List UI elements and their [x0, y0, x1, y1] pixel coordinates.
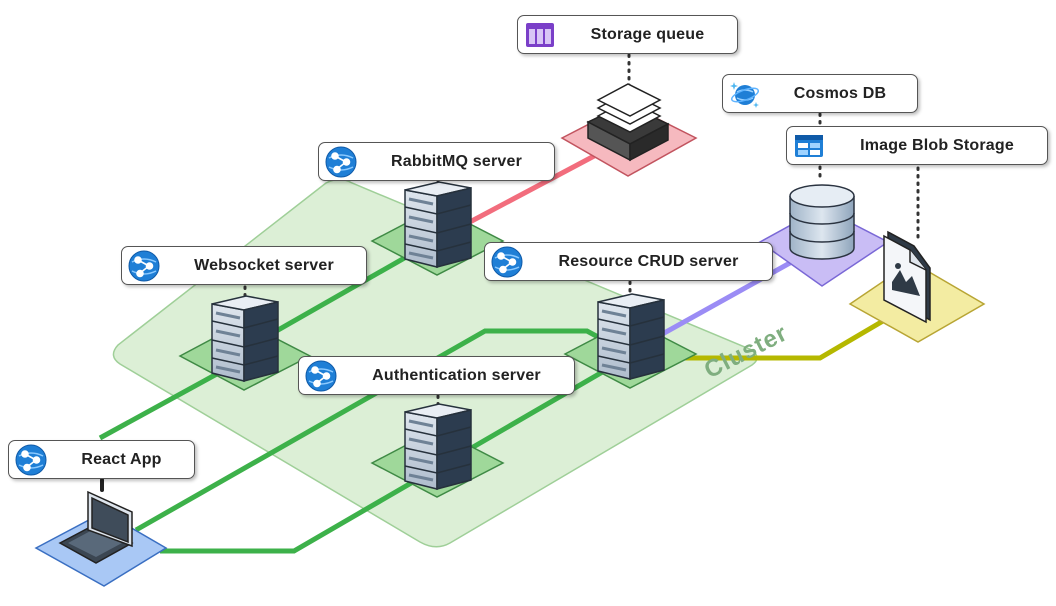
link-laptop-auth [160, 353, 632, 554]
server-crud [596, 292, 666, 381]
label-text: Storage queue [590, 25, 705, 43]
label-authentication-server: Authentication server [298, 356, 575, 395]
label-text: React App [81, 450, 162, 468]
cosmos-database [789, 184, 855, 260]
label-text: Authentication server [372, 366, 541, 384]
azure-app-service-icon [325, 146, 357, 178]
server-auth [403, 402, 473, 491]
label-cosmos-db: Cosmos DB [722, 74, 918, 113]
laptop-device [58, 490, 134, 564]
label-text: Resource CRUD server [558, 252, 739, 270]
blob-storage-icon [795, 135, 823, 157]
label-text: Websocket server [194, 256, 334, 274]
label-image-blob-storage: Image Blob Storage [786, 126, 1048, 165]
storage-queue-icon [526, 23, 554, 47]
storage-queue-device [586, 83, 670, 162]
label-rabbitmq-server: RabbitMQ server [318, 142, 555, 181]
blob-document [883, 230, 931, 324]
label-text: RabbitMQ server [390, 152, 523, 170]
azure-app-service-icon [15, 444, 47, 476]
label-text: Image Blob Storage [860, 136, 1014, 154]
label-resource-crud-server: Resource CRUD server [484, 242, 773, 281]
azure-app-service-icon [128, 250, 160, 282]
label-storage-queue: Storage queue [517, 15, 738, 54]
label-react-app: React App [8, 440, 195, 479]
azure-app-service-icon [305, 360, 337, 392]
azure-app-service-icon [491, 246, 523, 278]
cosmos-db-icon [730, 82, 760, 108]
label-websocket-server: Websocket server [121, 246, 367, 285]
label-text: Cosmos DB [793, 84, 887, 102]
server-rabbitmq [403, 180, 473, 269]
server-websocket [210, 294, 280, 383]
